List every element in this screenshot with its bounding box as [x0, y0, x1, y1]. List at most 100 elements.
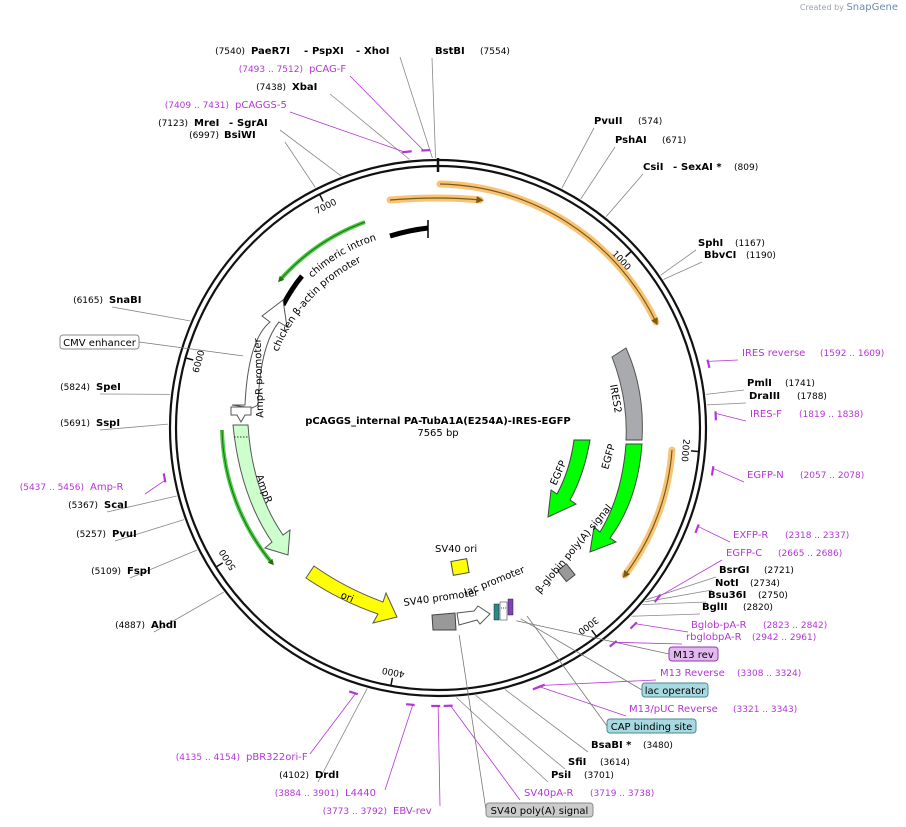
enzyme-pvuii-pos: (574) — [638, 117, 662, 127]
primer-egfp-n-range: (2057 .. 2078) — [800, 471, 864, 481]
primer-m13-puc-reverse: M13/pUC Reverse — [629, 704, 718, 715]
ruler-tick-6000 — [186, 357, 194, 361]
enzyme-ahdi-pos: (4887) — [115, 621, 145, 631]
chicken-actin-promoter-arrow — [231, 299, 288, 409]
enzyme-leader-16 — [504, 689, 589, 753]
enzyme-pvui: PvuI — [112, 529, 137, 540]
primer-rbglobpa-r: rbglobpA-R — [686, 632, 742, 643]
label-lac-promoter: lac promoter — [463, 564, 527, 599]
primer-site-6 — [653, 593, 662, 603]
enzyme-leader-10 — [705, 389, 745, 395]
enzyme-leader-21 — [129, 549, 198, 579]
snapgene-credit: Created by SnapGene — [800, 2, 898, 13]
beta-globin-polya-box — [557, 563, 576, 583]
box-leader-2 — [520, 618, 643, 691]
primer-m13-reverse-range: (3308 .. 3324) — [737, 669, 801, 679]
sv40-polya-label: SV40 poly(A) signal — [491, 806, 589, 817]
ruler-tick-1000 — [625, 251, 632, 258]
ruler-label-7000: 7000 — [314, 197, 339, 216]
primer-site-15 — [162, 473, 167, 483]
label-beta-globin-polya: β-globin poly(A) signal — [534, 503, 615, 596]
enzyme-leader-23 — [106, 495, 177, 513]
primer-ires-reverse-range: (1592 .. 1609) — [820, 349, 884, 359]
primer-leader-11 — [450, 705, 521, 801]
enzyme-bstbi: BstBI — [435, 46, 465, 57]
primer-leader-4 — [712, 468, 745, 483]
enzyme-drdi-pos: (4102) — [279, 771, 309, 781]
lac-operator-box — [641, 682, 709, 698]
orange-arc-right-core — [439, 183, 658, 326]
box-leader-4 — [458, 634, 487, 811]
ruler-tick-2000 — [690, 450, 699, 453]
enzyme-sphi: SphI — [698, 238, 723, 249]
enzyme-leader-9 — [663, 261, 703, 280]
enzyme-bsabi-pos: (3480) — [643, 741, 673, 751]
ruler-tick-5000 — [216, 562, 224, 568]
primer-leader-10 — [539, 686, 627, 717]
m13-rev-box — [668, 646, 719, 662]
primer-site-14 — [348, 690, 359, 696]
ruler-label-5000: 5000 — [218, 547, 239, 572]
egfp-outer-arrow — [589, 443, 643, 553]
enzyme-leader-15 — [631, 613, 701, 617]
primer-site-4 — [710, 465, 715, 476]
credit-prefix: Created by — [799, 3, 844, 12]
enzyme-ahdi: AhdI — [151, 620, 177, 631]
enzyme-paer7i: PaeR7I — [251, 46, 290, 57]
primer-egfp-c: EGFP-C — [726, 548, 762, 559]
enzyme-draiii-pos: (1788) — [797, 392, 827, 402]
plasmid-length: 7565 bp — [417, 428, 458, 439]
plasmid-name: pCAGGS_internal PA-TubA1A(E254A)-IRES-EG… — [305, 416, 570, 427]
enzyme-bsiwi: BsiWI — [224, 130, 256, 141]
enzyme-sfii: SfiI — [568, 757, 586, 768]
enzyme-labels: (7540) PaeR7I - PspXI - XhoI BstBI (7554… — [60, 46, 827, 781]
primer-amp-r-range: (5437 .. 5456) — [20, 483, 84, 493]
primer-pbr322ori-f-range: (4135 .. 4154) — [176, 753, 240, 763]
orange-arc-top-core — [389, 196, 484, 204]
enzyme-bsiwi-pos: (6997) — [189, 131, 219, 141]
intron-black-segment — [389, 225, 429, 239]
box-leader-1 — [516, 620, 670, 655]
enzyme-leader-2 — [329, 93, 410, 160]
primer-ires-f: IRES-F — [750, 409, 782, 420]
label-sv40-ori: SV40 ori — [435, 544, 477, 555]
enzyme-leader-13 — [644, 589, 713, 603]
primer-site-5 — [694, 524, 700, 534]
primer-exfp-r: EXFP-R — [733, 530, 768, 541]
ampr-arrow — [232, 424, 291, 556]
primer-leader-9 — [543, 679, 657, 686]
primer-leader-15 — [144, 479, 166, 495]
primer-site-8 — [609, 640, 618, 648]
enzyme-bstbi-pos: (7554) — [480, 47, 510, 57]
primer-ires-f-range: (1819 .. 1838) — [799, 410, 863, 420]
sv40-promoter-box — [431, 612, 457, 631]
primer-leader-6 — [658, 559, 723, 597]
label-ampr-promoter: AmpR promoter — [253, 337, 267, 418]
primer-pcag-f-range: (7493 .. 7512) — [239, 65, 303, 75]
enzyme-mrei-pos: (7123) — [158, 119, 188, 129]
enzyme-leader-5 — [561, 127, 595, 189]
orange-arc-right — [436, 180, 660, 326]
enzyme-leader-8 — [660, 249, 697, 276]
enzyme-leader-19 — [317, 688, 368, 783]
primer-ebv-rev-range: (3773 .. 3792) — [323, 807, 387, 817]
primer-leader-14 — [309, 693, 356, 755]
enzyme-sspi: SspI — [96, 418, 120, 429]
primer-site-13 — [405, 703, 415, 707]
enzyme-sep-4: - — [673, 162, 677, 173]
lac-purple-box — [507, 598, 514, 616]
enzyme-paer7i-pos: (7540) — [215, 47, 245, 57]
enzyme-drdi: DrdI — [315, 770, 339, 781]
primer-m13-reverse: M13 Reverse — [660, 668, 725, 679]
ori-arrow — [305, 565, 398, 624]
ruler-tick-3000 — [591, 629, 597, 637]
enzyme-noti-pos: (2734) — [750, 579, 780, 589]
enzyme-pmli: PmlI — [747, 378, 772, 389]
chimeric-intron-arc-core — [278, 221, 366, 283]
primer-egfp-n: EGFP-N — [747, 470, 784, 481]
primer-site-10 — [532, 684, 543, 691]
enzyme-leader-26 — [111, 306, 191, 322]
enzyme-pvuii: PvuII — [594, 116, 622, 127]
label-ori: ori — [339, 590, 355, 605]
